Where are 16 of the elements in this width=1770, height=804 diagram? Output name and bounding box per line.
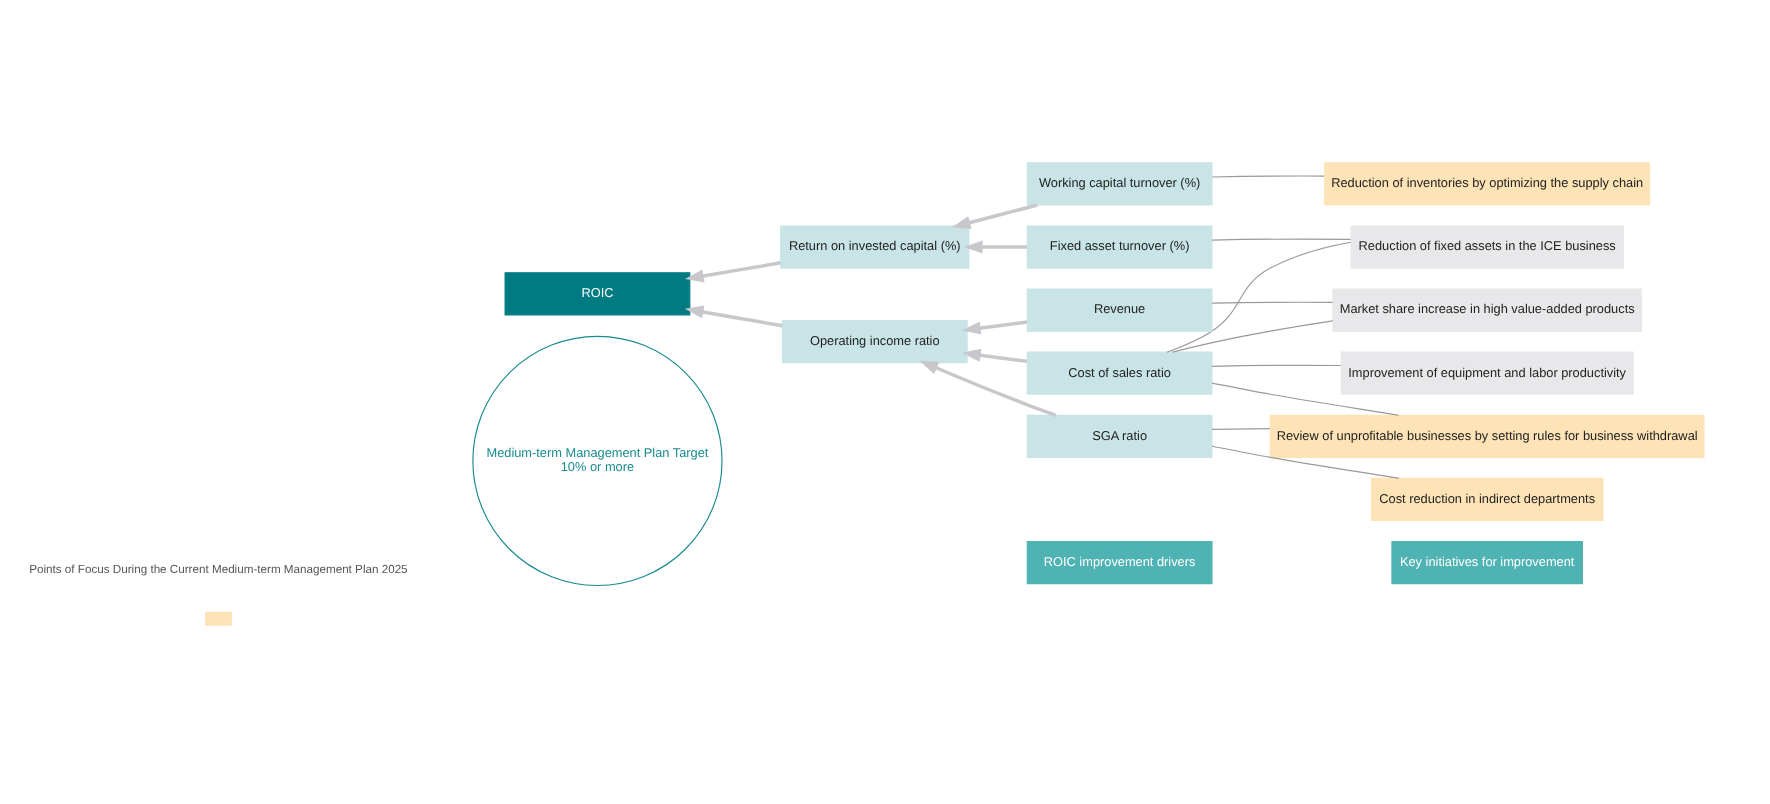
connector: [1210, 364, 1341, 367]
connector: [1210, 445, 1399, 479]
arrow: [683, 305, 782, 328]
arrow: [960, 348, 1027, 364]
connector: [1210, 428, 1270, 430]
arrow: [950, 203, 1037, 229]
connector: [1170, 320, 1333, 353]
arrow: [960, 320, 1027, 335]
connector: [1210, 238, 1351, 241]
connector: [1210, 301, 1333, 304]
arrow: [684, 261, 780, 283]
connector: [1210, 175, 1324, 178]
arrow: [918, 360, 1056, 417]
connector: [1165, 241, 1351, 353]
connector: [1210, 382, 1399, 416]
arrow: [962, 240, 1027, 254]
